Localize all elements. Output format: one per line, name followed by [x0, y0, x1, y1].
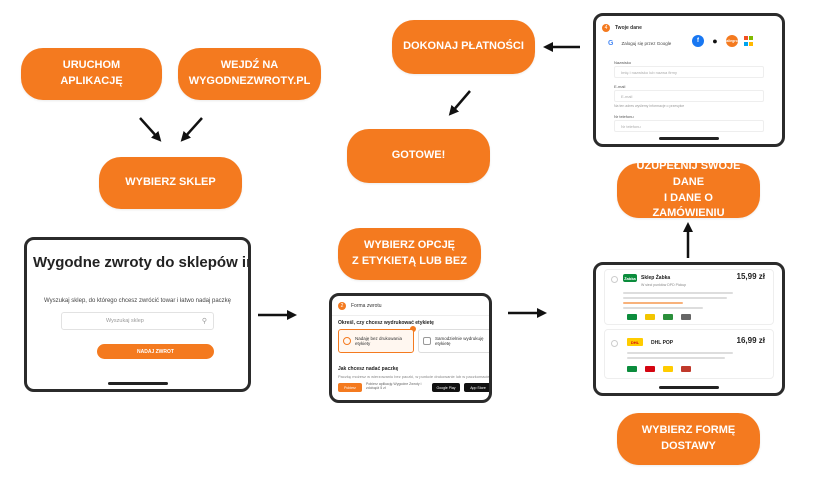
step-choose-delivery-label: WYBIERZ FORMĘ DOSTAWY — [641, 424, 736, 452]
home-indicator — [659, 137, 719, 140]
tablet-store-search: Wygodne zwroty do sklepów internetowych … — [24, 237, 251, 392]
step-launch-app: URUCHOM APLIKACJĘ — [21, 48, 162, 100]
email-label: E-mail — [614, 84, 626, 89]
google-icon: G — [608, 40, 614, 47]
step-choose-store-label: WYBIERZ SKLEP — [125, 176, 216, 189]
name-label: Nazwisko — [614, 60, 632, 65]
step-fill-data-label-1: UZUPEŁNIJ SWOJE DANE — [636, 159, 741, 188]
social-logins: f ● allegro — [692, 35, 753, 47]
step-done-label: GOTOWE! — [391, 149, 446, 162]
app-download-badge[interactable]: Pobierz — [338, 383, 362, 392]
radio-icon — [611, 340, 618, 347]
step-launch-app-label: URUCHOM APLIKACJĘ — [60, 59, 123, 87]
allegro-icon[interactable]: allegro — [726, 35, 738, 47]
step-choose-option-label-2: Z ETYKIETĄ LUB BEZ — [352, 255, 467, 267]
option-self-print-label: Samodzielnie wydrukuję etykietę — [435, 336, 484, 346]
label-form-header: 2 Forma zwrotu — [332, 296, 489, 316]
carrier-price: 15,99 zł — [736, 272, 765, 281]
email-input[interactable]: E-mail — [614, 90, 764, 102]
partner-logo-icon — [627, 314, 637, 320]
tablet-delivery: Żabka Sklep Żabka 15,99 zł W sieci punkt… — [593, 262, 785, 396]
label-form-title: Forma zwrotu — [351, 302, 382, 309]
step-choose-store: WYBIERZ SKLEP — [99, 157, 242, 209]
detail-line — [623, 307, 703, 309]
partner-logo-icon — [681, 314, 691, 320]
app-download-text: Pobierz aplikację Wygodne Zwroty i zdobą… — [366, 382, 422, 391]
partner-logo-icon — [663, 314, 673, 320]
home-indicator — [107, 382, 168, 385]
carrier-note: W sieci punktów DPD Pickup — [641, 283, 687, 287]
step-make-payment: DOKONAJ PŁATNOŚCI — [392, 20, 535, 74]
data-form-title: Twoje dane — [615, 25, 642, 31]
tablet-label-option: 2 Forma zwrotu Określ, czy chcesz wydruk… — [329, 293, 492, 403]
detail-line — [627, 352, 733, 354]
data-form-header: 4 Twoje dane — [602, 24, 642, 32]
microsoft-icon[interactable] — [743, 36, 753, 46]
step-choose-option: WYBIERZ OPCJĘ Z ETYKIETĄ LUB BEZ — [338, 228, 481, 280]
detail-link-line — [623, 302, 683, 304]
google-login[interactable]: G Zaloguj się przez Google — [608, 40, 671, 47]
option-no-print[interactable]: Nadaję bez drukowania etykiety — [338, 329, 414, 353]
carrier-name: DHL POP — [651, 340, 674, 346]
step-done: GOTOWE! — [347, 129, 490, 183]
step-choose-delivery: WYBIERZ FORMĘ DOSTAWY — [617, 413, 760, 465]
radio-selected-icon — [343, 337, 351, 345]
partner-logo-icon — [627, 366, 637, 372]
phone-input[interactable]: Nr telefonu — [614, 120, 764, 132]
step-visit-site: WEJDŹ NA WYGODNEZWROTY.PL — [178, 48, 321, 100]
step-badge-icon: 4 — [602, 24, 610, 32]
store-page-title: Wygodne zwroty do sklepów internetowych — [33, 254, 248, 271]
label-question: Określ, czy chcesz wydrukować etykietę — [338, 320, 434, 326]
apple-icon[interactable]: ● — [709, 35, 721, 47]
arrow-payment-to-done — [448, 90, 471, 116]
app-store-button[interactable]: App Store — [464, 383, 489, 392]
store-search-input[interactable]: Wyszukaj sklep ⚲ — [61, 312, 214, 330]
send-method-title: Jak chcesz nadać paczkę — [338, 366, 399, 372]
facebook-icon[interactable]: f — [692, 35, 704, 47]
option-self-print[interactable]: Samodzielnie wydrukuję etykietę — [418, 329, 489, 353]
step-make-payment-label: DOKONAJ PŁATNOŚCI — [403, 40, 524, 53]
carrier-name: Sklep Żabka — [641, 275, 671, 281]
tablet-user-data: 4 Twoje dane G Zaloguj się przez Google … — [593, 13, 785, 147]
partner-logo-icon — [645, 366, 655, 372]
printer-icon — [423, 337, 431, 345]
carrier-price: 16,99 zł — [736, 336, 765, 345]
step-visit-site-label-2: WYGODNEZWROTY.PL — [188, 75, 311, 87]
step-fill-data: UZUPEŁNIJ SWOJE DANE I DANE O ZAMÓWIENIU — [617, 160, 760, 219]
partner-logo-icon — [681, 366, 691, 372]
option-no-print-label: Nadaję bez drukowania etykiety — [355, 336, 403, 346]
search-icon: ⚲ — [201, 318, 207, 325]
partner-logo-icon — [645, 314, 655, 320]
name-input[interactable]: Imię i nazwisko lub nazwa firmy — [614, 66, 764, 78]
detail-line — [623, 292, 733, 294]
store-page-subtitle: Wyszukaj sklep, do którego chcesz zwróci… — [43, 298, 232, 304]
send-method-text: Paczkę możesz w wierzowaniu bez paczki, … — [338, 374, 490, 379]
dhl-logo: DHL — [627, 338, 643, 346]
arrow-site-to-store — [180, 117, 203, 142]
send-return-button[interactable]: NADAJ ZWROT — [97, 344, 214, 359]
zabka-logo: Żabka — [623, 274, 637, 282]
radio-icon — [611, 276, 618, 283]
home-indicator — [659, 386, 719, 389]
google-login-label: Zaloguj się przez Google — [621, 41, 672, 46]
detail-line — [623, 297, 727, 299]
phone-label: Nr telefonu — [614, 114, 634, 119]
store-search-placeholder: Wyszukaj sklep — [106, 318, 144, 324]
carrier-card-dhl[interactable]: DHL DHL POP 16,99 zł — [604, 329, 774, 379]
email-note: Na ten adres wyślemy informacje o przesy… — [614, 104, 685, 108]
carrier-card-zabka[interactable]: Żabka Sklep Żabka 15,99 zł W sieci punkt… — [604, 269, 774, 325]
detail-line — [627, 357, 725, 359]
google-play-button[interactable]: Google Play — [432, 383, 460, 392]
partner-logo-icon — [663, 366, 673, 372]
step-fill-data-label-2: I DANE O ZAMÓWIENIU — [652, 191, 725, 220]
step-visit-site-label-1: WEJDŹ NA — [220, 59, 279, 72]
step-badge-icon: 2 — [338, 301, 346, 310]
step-choose-option-label-1: WYBIERZ OPCJĘ — [363, 239, 456, 252]
arrow-launch-to-store — [139, 117, 162, 142]
